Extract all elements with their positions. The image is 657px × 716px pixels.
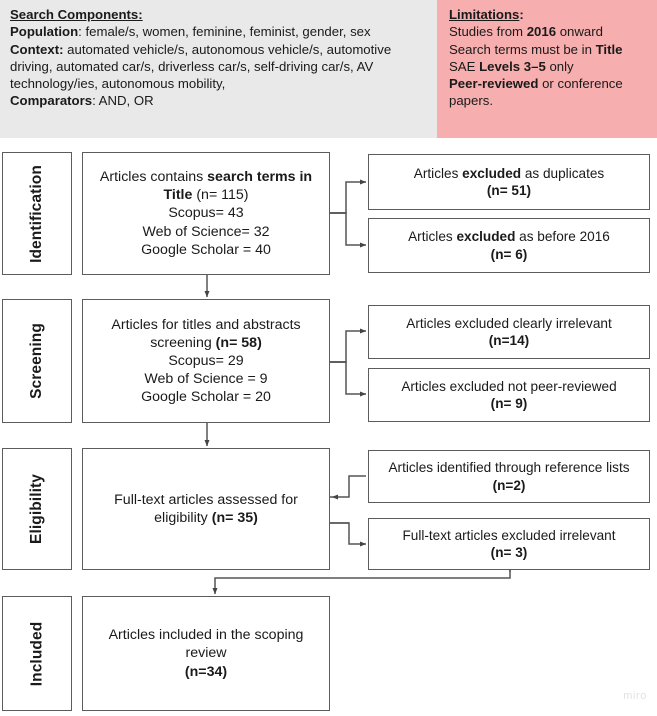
node-identification-records-text: Articles contains search terms in Title …: [89, 168, 323, 259]
population-value: : female/s, women, feminine, feminist, g…: [78, 24, 371, 40]
node-screening-records-text: Articles for titles and abstracts screen…: [89, 316, 323, 407]
identification-line1-b: search terms in Title: [163, 169, 313, 204]
node-excluded-not-peer-reviewed: Articles excluded not peer-reviewed (n= …: [368, 368, 650, 422]
limitations-line-peer: Peer-reviewed or conference papers.: [449, 75, 649, 110]
before2016-line1-c: as before 2016: [515, 229, 610, 245]
duplicates-line1-a: Articles: [413, 165, 463, 181]
limitations-line1-c: onward: [556, 24, 603, 40]
search-components-panel: Search Components: Population: female/s,…: [0, 0, 437, 138]
connector-screening-to-irrelevant: [330, 328, 367, 363]
node-included-review: Articles included in the scoping review …: [82, 596, 330, 711]
context-value: automated vehicle/s, autonomous vehicle/…: [10, 41, 392, 92]
identification-wos: Web of Science= 32: [142, 223, 270, 240]
eligibility-line1-count: (n= 35): [211, 510, 258, 526]
stage-label-eligibility: Eligibility: [2, 448, 72, 570]
node-excluded-not-peer-reviewed-text: Articles excluded not peer-reviewed (n= …: [401, 378, 616, 413]
connector-identification-to-duplicates: [330, 179, 367, 214]
limitations-heading: Limitations:: [449, 6, 649, 23]
reference-lists-count: (n=2): [492, 477, 526, 493]
node-excluded-irrelevant: Articles excluded clearly irrelevant (n=…: [368, 305, 650, 359]
node-included-review-text: Articles included in the scoping review …: [89, 626, 323, 681]
screening-wos: Web of Science = 9: [144, 371, 268, 388]
node-excluded-before-2016-text: Articles excluded as before 2016 (n= 6): [408, 228, 610, 263]
limitations-line-sae: SAE Levels 3–5 only: [449, 58, 649, 75]
node-excluded-irrelevant-text: Articles excluded clearly irrelevant (n=…: [406, 315, 612, 350]
before2016-count: (n= 6): [490, 246, 528, 262]
stage-label-identification: Identification: [2, 152, 72, 275]
search-context-line: Context: automated vehicle/s, autonomous…: [10, 41, 429, 93]
node-eligibility-fulltext-text: Full-text articles assessed for eligibil…: [89, 491, 323, 527]
limitations-line4-b: or conference papers.: [449, 76, 623, 109]
identification-line1-c: (n= 115): [192, 187, 249, 204]
fulltext-excluded-count: (n= 3): [490, 545, 528, 560]
limitations-line3-c: only: [545, 58, 574, 74]
identification-line1-a: Articles contains: [99, 169, 208, 186]
stage-label-screening: Screening: [2, 299, 72, 423]
limitations-line3-a: SAE: [449, 58, 480, 74]
reference-lists-line1: Articles identified through reference li…: [388, 460, 630, 476]
limitations-line1-b: 2016: [526, 24, 557, 40]
limitations-panel: Limitations: Studies from 2016 onward Se…: [437, 0, 657, 138]
eligibility-line1: Full-text articles assessed for eligibil…: [114, 491, 298, 526]
fulltext-excluded-line1: Full-text articles excluded irrelevant: [402, 527, 616, 543]
screening-scopus: Scopus= 29: [168, 352, 244, 369]
connector-screening-to-not-peer-reviewed: [330, 361, 367, 397]
stage-label-included-text: Included: [28, 621, 45, 686]
screening-google-scholar: Google Scholar = 20: [141, 389, 271, 406]
node-identification-records: Articles contains search terms in Title …: [82, 152, 330, 275]
stage-label-screening-text: Screening: [28, 323, 45, 399]
connector-eligibility-to-included: [212, 569, 511, 595]
miro-watermark: miro: [623, 690, 647, 702]
limitations-line2-a: Search terms must be in: [449, 41, 596, 57]
stage-label-eligibility-text: Eligibility: [28, 474, 45, 544]
included-count: (n=34): [184, 663, 228, 680]
node-eligibility-fulltext: Full-text articles assessed for eligibil…: [82, 448, 330, 570]
limitations-line2-b: Title: [595, 41, 623, 57]
node-fulltext-excluded: Full-text articles excluded irrelevant (…: [368, 518, 650, 570]
included-line1: Articles included in the scoping review: [108, 627, 304, 662]
connector-identification-to-before2016: [330, 212, 367, 248]
search-components-heading: Search Components:: [10, 7, 143, 22]
limitations-line1-a: Studies from: [449, 24, 527, 40]
before2016-line1-b: excluded: [456, 229, 516, 245]
connector-eligibility-to-fulltext-excluded: [330, 522, 367, 547]
irrelevant-count: (n=14): [488, 333, 530, 348]
node-screening-records: Articles for titles and abstracts screen…: [82, 299, 330, 423]
limitations-line-year: Studies from 2016 onward: [449, 23, 649, 40]
limitations-line-title: Search terms must be in Title: [449, 41, 649, 58]
node-reference-lists-text: Articles identified through reference li…: [375, 459, 643, 494]
search-comparators-line: Comparators: AND, OR: [10, 92, 429, 109]
duplicates-line1-b: excluded: [462, 165, 522, 181]
search-population-line: Population: female/s, women, feminine, f…: [10, 23, 429, 40]
stage-label-included: Included: [2, 596, 72, 711]
duplicates-count: (n= 51): [486, 183, 532, 198]
node-excluded-duplicates: Articles excluded as duplicates (n= 51): [368, 154, 650, 210]
connector-reference-lists-to-eligibility: [331, 475, 366, 500]
limitations-line3-b: Levels 3–5: [479, 58, 546, 74]
identification-scopus: Scopus= 43: [168, 205, 244, 222]
comparators-label: Comparators: [10, 93, 93, 109]
screening-line1: Articles for titles and abstracts screen…: [111, 316, 301, 351]
limitations-heading-colon: :: [519, 7, 524, 22]
before2016-line1-a: Articles: [408, 229, 457, 245]
node-reference-lists: Articles identified through reference li…: [368, 450, 650, 503]
node-excluded-before-2016: Articles excluded as before 2016 (n= 6): [368, 218, 650, 273]
not-peer-reviewed-count: (n= 9): [490, 396, 528, 411]
comparators-value: : AND, OR: [92, 93, 154, 109]
identification-google-scholar: Google Scholar = 40: [141, 241, 271, 258]
population-label: Population: [10, 24, 79, 40]
not-peer-reviewed-line1: Articles excluded not peer-reviewed: [401, 378, 617, 394]
node-excluded-duplicates-text: Articles excluded as duplicates (n= 51): [414, 165, 604, 200]
stage-label-identification-text: Identification: [28, 164, 45, 263]
limitations-heading-text: Limitations: [449, 7, 520, 22]
screening-line1-count: (n= 58): [215, 334, 262, 351]
node-fulltext-excluded-text: Full-text articles excluded irrelevant (…: [402, 527, 615, 562]
duplicates-line1-c: as duplicates: [521, 165, 605, 181]
irrelevant-line1: Articles excluded clearly irrelevant: [406, 315, 612, 331]
context-label: Context:: [10, 41, 64, 57]
limitations-line4-a: Peer-reviewed: [449, 76, 539, 92]
